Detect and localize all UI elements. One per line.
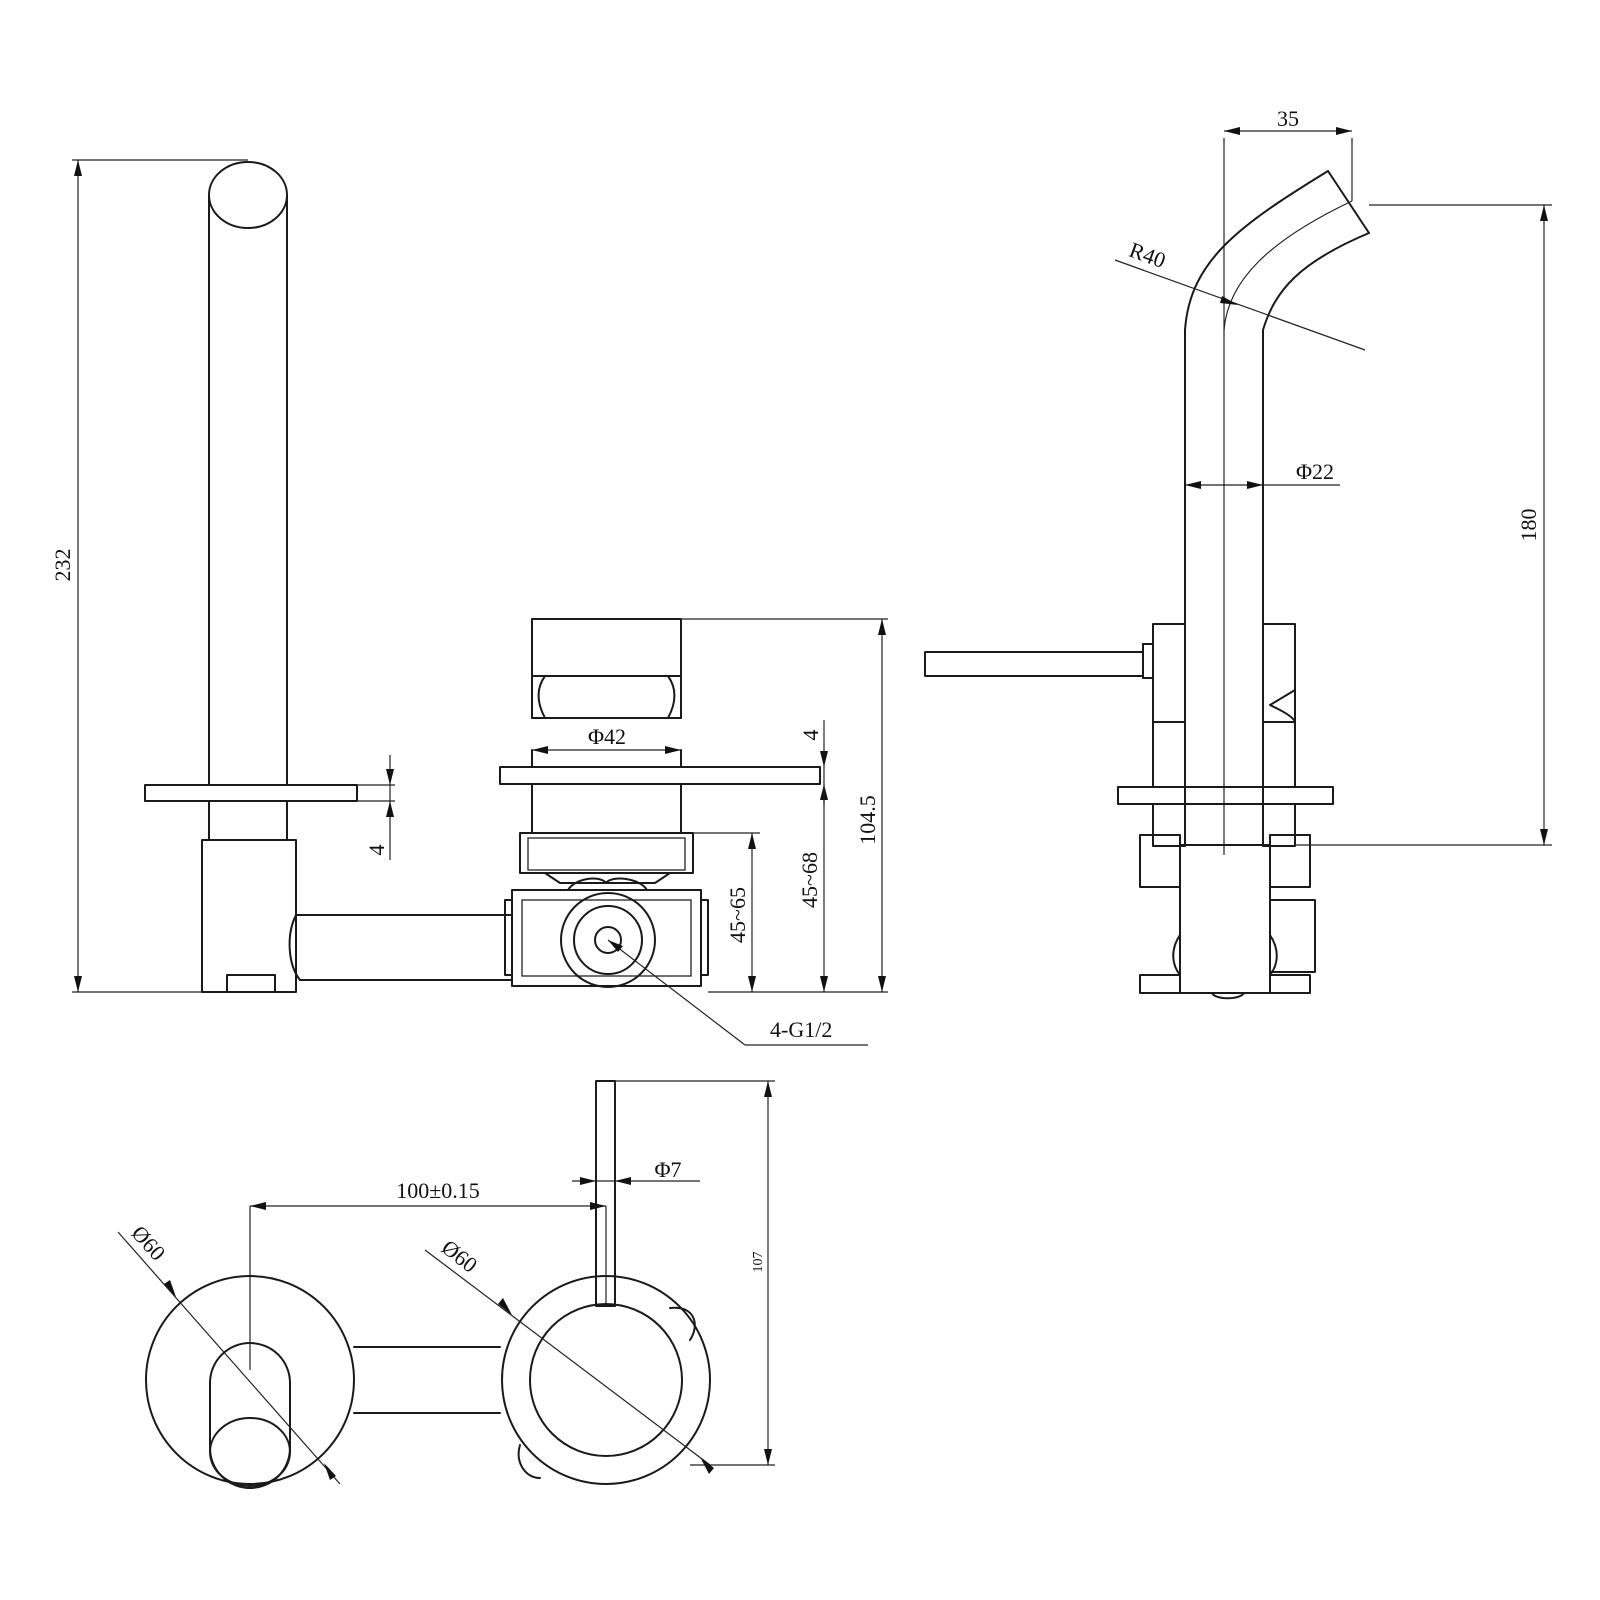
dim-phi60-left-label: Ø60 (127, 1221, 171, 1266)
dim-phi7-label: Φ7 (654, 1157, 681, 1182)
thread-callout: 4-G1/2 (607, 939, 868, 1046)
dim-r40-label: R40 (1126, 237, 1169, 273)
dimension-phi60-left: Ø60 (117, 1221, 341, 1485)
dimension-107: 107 (615, 1080, 775, 1466)
dimension-100: 100±0.15 (250, 1178, 606, 1210)
top-view (145, 1080, 711, 1489)
dimension-232: 232 (50, 159, 248, 993)
dim-35-label: 35 (1277, 106, 1299, 131)
dimension-phi7: Φ7 (572, 1081, 700, 1190)
thread-callout-label: 4-G1/2 (770, 1017, 832, 1042)
dim-45-68-label: 45~68 (797, 852, 822, 908)
dim-phi22-label: Φ22 (1296, 459, 1334, 484)
front-view-mixer (499, 618, 821, 988)
dimension-4-left: 4 (357, 755, 395, 860)
dim-4-mixer-label: 4 (798, 730, 823, 741)
side-view (924, 170, 1370, 1000)
front-view-spout (144, 161, 513, 993)
dim-232-label: 232 (50, 549, 75, 582)
dim-180-label: 180 (1516, 509, 1541, 542)
dimension-180: 180 (1295, 204, 1552, 846)
dimension-45-68: 45~68 (760, 784, 832, 993)
dimension-104-5: 104.5 (681, 618, 888, 993)
dimension-phi42: Φ42 (532, 724, 681, 754)
dim-phi42-label: Φ42 (588, 724, 626, 749)
dim-104-5-label: 104.5 (855, 795, 880, 845)
dim-phi60-right-label: Ø60 (437, 1235, 482, 1278)
dim-45-65-label: 45~65 (725, 887, 750, 943)
dim-107-label: 107 (751, 1252, 766, 1273)
dim-4-left-label: 4 (364, 845, 389, 856)
dim-100-label: 100±0.15 (396, 1178, 480, 1203)
dimension-phi60-right: Ø60 (424, 1235, 714, 1474)
dimension-phi22: Φ22 (1185, 459, 1340, 489)
dimension-45-65: 45~65 (693, 832, 760, 993)
dimension-35: 35 (1223, 106, 1353, 330)
